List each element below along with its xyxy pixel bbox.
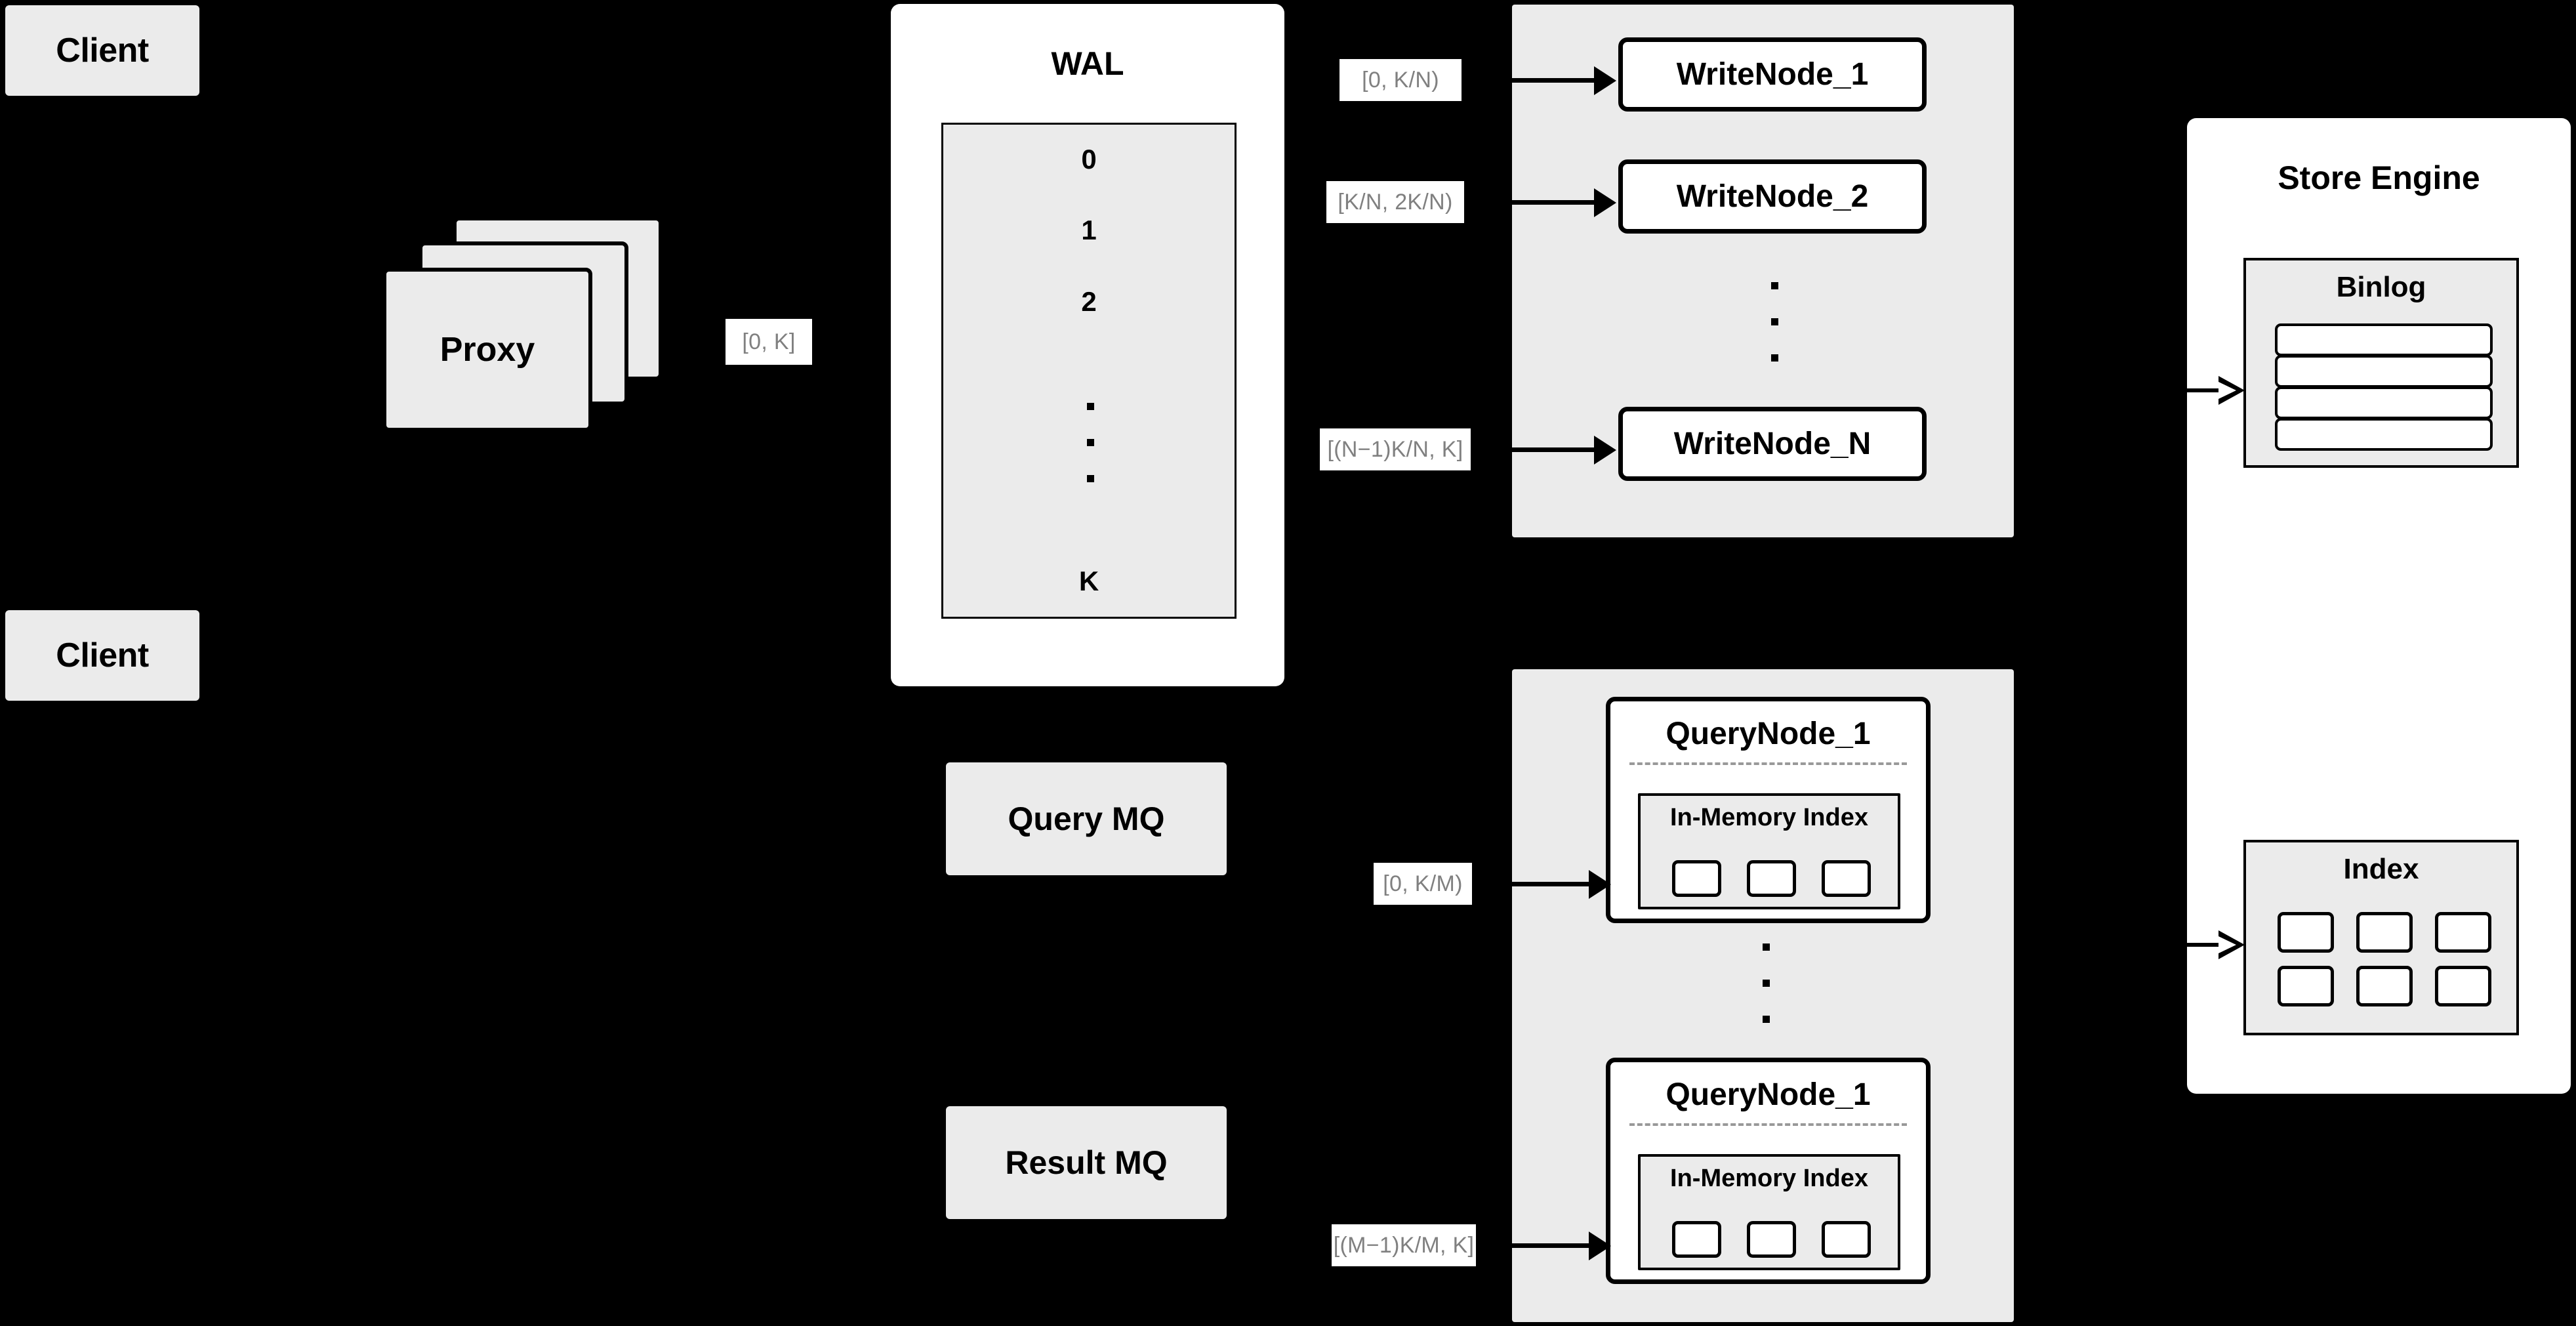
- query-node-2-title: QueryNode_1: [1666, 1077, 1871, 1112]
- query-node-2-index-cell-3[interactable]: [1822, 1221, 1871, 1258]
- query-node-2-divider: [1629, 1123, 1908, 1126]
- store-engine-title: Store Engine: [2278, 159, 2480, 196]
- query-node-1-index-cell-1[interactable]: [1672, 860, 1721, 897]
- query-node-2-arrow: [1476, 1232, 1611, 1260]
- write-node-2-arrow: [1476, 188, 1618, 217]
- index-cell-r2c1[interactable]: [2278, 966, 2334, 1006]
- proxy-card-front[interactable]: Proxy: [382, 268, 592, 432]
- index-panel: Index: [2243, 840, 2519, 1035]
- binlog-bar-1[interactable]: [2275, 323, 2493, 356]
- wal-cell-K[interactable]: K: [941, 545, 1237, 619]
- client-box-1[interactable]: Client: [5, 5, 199, 96]
- result-mq-label: Result MQ: [1005, 1144, 1168, 1181]
- query-node-1-title: QueryNode_1: [1666, 716, 1871, 751]
- query-node-2-index-cells: [1641, 1221, 1903, 1262]
- write-node-1[interactable]: WriteNode_1: [1618, 37, 1927, 112]
- proxy-label: Proxy: [440, 331, 535, 369]
- write-node-2-range-label: [K/N, 2K/N): [1326, 181, 1464, 223]
- query-node-2-index-cell-2[interactable]: [1747, 1221, 1796, 1258]
- write-node-2[interactable]: WriteNode_2: [1618, 159, 1927, 234]
- query-node-1-index-cell-2[interactable]: [1747, 860, 1796, 897]
- binlog-bar-list: [2275, 323, 2493, 456]
- write-node-1-arrow: [1476, 66, 1618, 95]
- query-node-vertical-ellipsis-icon: [1763, 943, 1770, 1023]
- index-cell-r2c3[interactable]: [2435, 966, 2491, 1006]
- write-node-n-label: WriteNode_N: [1673, 426, 1871, 461]
- result-mq-box[interactable]: Result MQ: [946, 1106, 1227, 1219]
- index-inbound-arrow: [2187, 930, 2259, 959]
- query-node-2-memory-index: In-Memory Index: [1638, 1154, 1900, 1270]
- query-node-2-index-title: In-Memory Index: [1670, 1165, 1868, 1192]
- write-node-1-range-label: [0, K/N): [1339, 59, 1462, 101]
- query-node-2-range-label: [(M−1)K/M, K]: [1332, 1224, 1476, 1266]
- index-cell-r1c3[interactable]: [2435, 912, 2491, 953]
- write-node-n[interactable]: WriteNode_N: [1618, 407, 1927, 481]
- query-node-1-arrow: [1476, 870, 1611, 899]
- wal-title: WAL: [1051, 45, 1124, 82]
- query-node-1-index-title: In-Memory Index: [1670, 804, 1868, 831]
- binlog-bar-4[interactable]: [2275, 418, 2493, 451]
- binlog-panel: Binlog: [2243, 258, 2519, 468]
- query-node-1-memory-index: In-Memory Index: [1638, 793, 1900, 909]
- query-mq-box[interactable]: Query MQ: [946, 762, 1227, 875]
- query-node-1[interactable]: QueryNode_1 In-Memory Index: [1606, 697, 1931, 923]
- index-cell-r2c2[interactable]: [2356, 966, 2413, 1006]
- wal-panel: WAL 0 1 2 K: [891, 4, 1284, 686]
- query-node-1-divider: [1629, 762, 1908, 765]
- query-mq-label: Query MQ: [1008, 800, 1165, 837]
- query-node-1-index-cell-3[interactable]: [1822, 860, 1871, 897]
- write-node-n-range-label: [(N−1)K/N, K]: [1320, 428, 1471, 470]
- index-cell-r1c1[interactable]: [2278, 912, 2334, 953]
- proxy-range-label: [0, K]: [726, 319, 812, 365]
- write-node-1-label: WriteNode_1: [1676, 57, 1869, 92]
- client-box-2[interactable]: Client: [5, 610, 199, 701]
- binlog-inbound-arrow: [2187, 376, 2259, 405]
- binlog-bar-2[interactable]: [2275, 355, 2493, 388]
- index-title: Index: [2343, 853, 2419, 885]
- write-node-vertical-ellipsis-icon: [1771, 282, 1778, 362]
- wal-cell-list: 0 1 2 K: [941, 123, 1237, 627]
- binlog-bar-3[interactable]: [2275, 386, 2493, 419]
- client-label-1: Client: [56, 31, 149, 70]
- wal-cell-1[interactable]: 1: [941, 194, 1237, 268]
- index-cell-grid: [2278, 912, 2494, 1017]
- store-engine-panel: Store Engine Binlog Index: [2187, 118, 2571, 1094]
- query-node-1-index-cells: [1641, 860, 1903, 901]
- write-node-2-label: WriteNode_2: [1676, 179, 1869, 214]
- wal-cell-2[interactable]: 2: [941, 266, 1237, 339]
- write-node-n-arrow: [1476, 436, 1618, 465]
- proxy-stack[interactable]: Proxy: [380, 217, 669, 433]
- wal-vertical-ellipsis-icon: [1087, 403, 1094, 482]
- binlog-title: Binlog: [2336, 271, 2426, 303]
- wal-cell-0[interactable]: 0: [941, 123, 1237, 196]
- query-node-1-range-label: [0, K/M): [1374, 863, 1472, 905]
- index-cell-r1c2[interactable]: [2356, 912, 2413, 953]
- query-node-2-index-cell-1[interactable]: [1672, 1221, 1721, 1258]
- query-node-2[interactable]: QueryNode_1 In-Memory Index: [1606, 1058, 1931, 1284]
- wal-cell-ellipsis: [941, 337, 1237, 547]
- client-label-2: Client: [56, 636, 149, 674]
